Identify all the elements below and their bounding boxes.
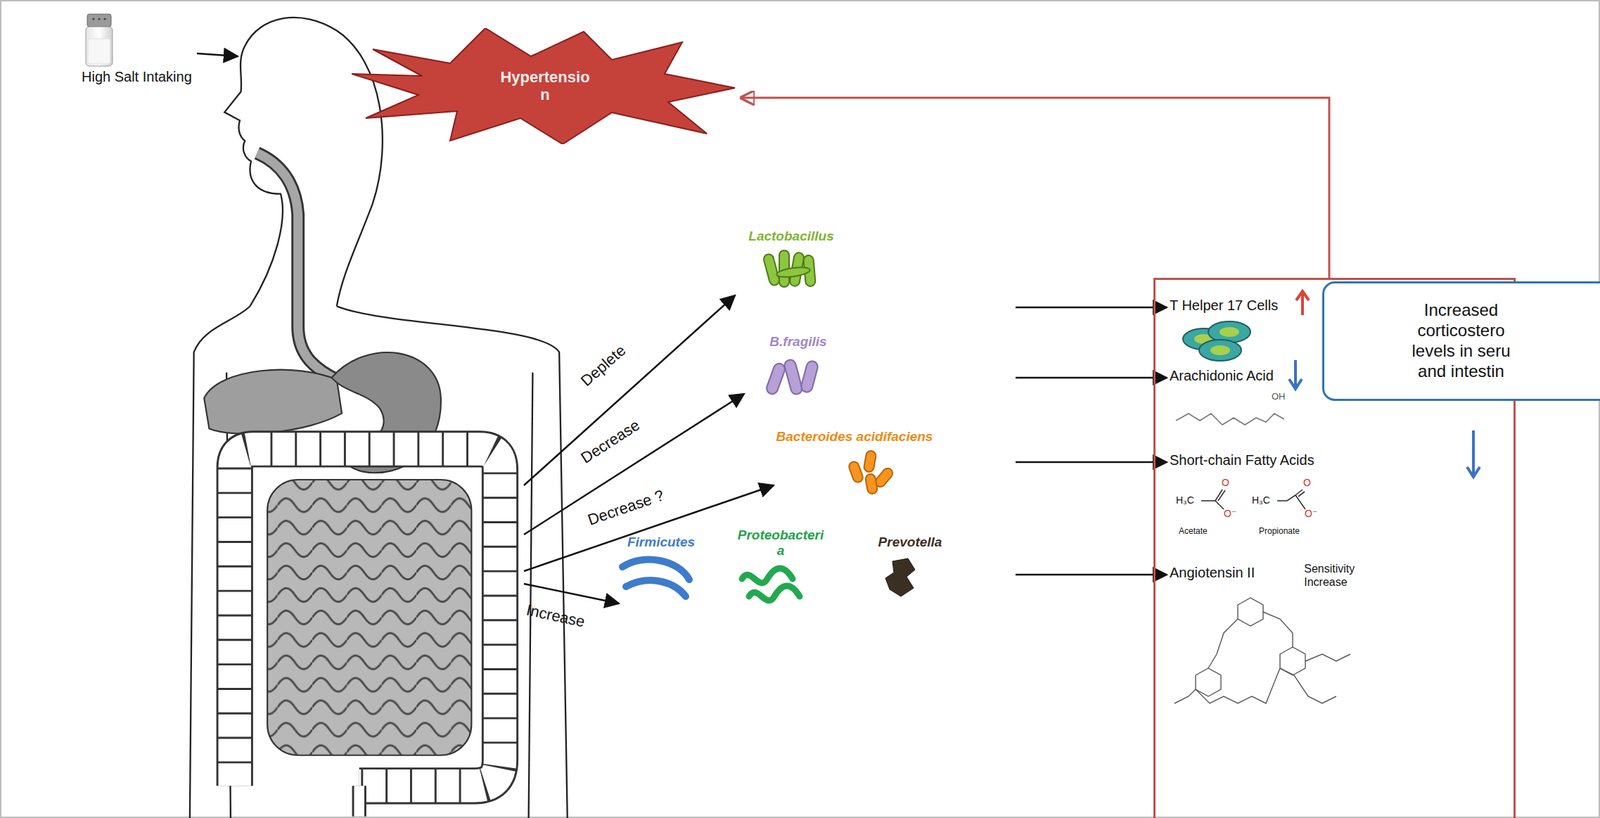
th17-cells-icon — [1182, 321, 1251, 361]
input-label: High Salt Intaking — [81, 68, 192, 86]
change-label: Deplete — [577, 341, 630, 390]
bacterium: Prevotella — [861, 534, 959, 603]
bacterium-name: Proteobacteri a — [733, 527, 829, 559]
connector — [1015, 573, 1167, 576]
compound-label: Propionate — [1258, 526, 1300, 536]
node-text: Arachidonic Acid — [1169, 367, 1325, 384]
salt-shaker — [85, 14, 113, 67]
bacterium-icon — [615, 552, 707, 603]
angiotensin-structure — [1174, 597, 1351, 704]
node-text: Sensitivity Increase — [1303, 561, 1375, 589]
bacterium-name: Firmicutes — [627, 534, 695, 550]
bacterium-name: Prevotella — [878, 534, 943, 550]
node-text: Angiotensin II — [1169, 564, 1255, 581]
atom-label: O⁻ — [1223, 507, 1237, 520]
change-label: Decrease — [577, 415, 643, 467]
atom-label: H₃C — [1175, 494, 1195, 506]
hypertension-star: Hypertensio n — [351, 28, 739, 145]
node-text: Increased corticostero levels in seru an… — [1405, 300, 1518, 382]
bacterium-name: B.fragilis — [769, 334, 827, 350]
change-label: Decrease ? — [585, 485, 667, 529]
bacterium-icon — [808, 447, 901, 497]
node-text: Hypertensio n — [495, 68, 595, 103]
bacterium-icon — [734, 561, 827, 611]
arachidonic-structure — [1175, 413, 1285, 425]
bacterium-icon — [864, 552, 956, 603]
bacterium: Firmicutes — [611, 534, 711, 603]
decrease-arrow — [1467, 430, 1480, 477]
node-text: Short-chain Fatty Acids — [1169, 452, 1353, 469]
gut-arrows — [523, 295, 774, 604]
atom-label: O — [1221, 476, 1230, 489]
bacterium-name: Lactobacillus — [748, 228, 834, 245]
connector — [1015, 376, 1167, 380]
bacterium-icon — [745, 246, 837, 297]
connector — [1015, 306, 1167, 309]
atom-label: H₃C — [1251, 494, 1271, 506]
effect-item: Angiotensin II Sensitivity Increase — [1169, 564, 1480, 589]
bacterium-name: Bacteroides acidifaciens — [776, 429, 934, 445]
human-body — [189, 17, 568, 818]
increase-arrow — [1296, 291, 1309, 316]
atom-label: O⁻ — [1304, 507, 1318, 520]
change-label: Increase — [524, 601, 587, 632]
atom-label: OH — [1271, 391, 1286, 402]
effect-item: Arachidonic Acid — [1169, 367, 1325, 384]
callout-box: Increased corticostero levels in seru an… — [1322, 281, 1600, 401]
bacterium-icon — [752, 352, 844, 402]
scfa-structures — [1201, 489, 1306, 510]
connector — [1015, 461, 1167, 464]
bacterium: B.fragilis — [749, 334, 848, 402]
decrease-arrow — [1289, 360, 1302, 389]
connector — [741, 97, 1330, 278]
intake-arrow — [196, 53, 238, 57]
compound-label: Acetate — [1178, 526, 1208, 536]
bacterium: Proteobacteri a — [731, 527, 830, 611]
atom-label: O — [1303, 476, 1311, 489]
bacterium: Lactobacillus — [738, 228, 844, 297]
effect-item: Short-chain Fatty Acids — [1169, 452, 1353, 469]
bacterium: Bacteroides acidifaciens — [749, 429, 960, 497]
